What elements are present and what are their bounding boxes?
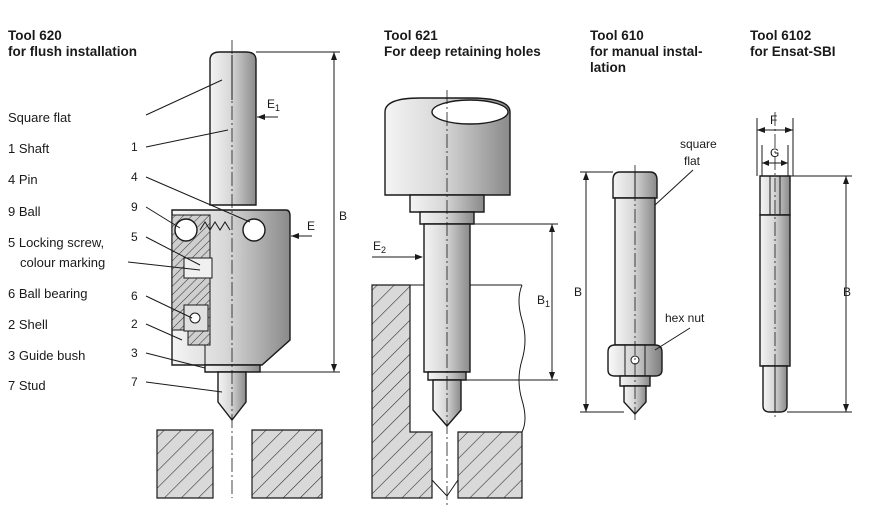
tool-620-name: Tool 620 [8, 28, 62, 43]
tool-6102-dim-f: F [770, 113, 777, 127]
tool-620-shaft [209, 51, 257, 206]
tool-620-drawing: B E1 E 1 4 9 5 6 2 3 7 [127, 40, 347, 499]
tool-621-subtitle: For deep retaining holes [384, 44, 541, 59]
tool-6102-drawing: F G B [756, 112, 852, 420]
tool-620-subtitle: for flush installation [8, 44, 138, 59]
tool-610-subtitle-1: for manual instal- [590, 44, 703, 59]
tool-610-drawing: B square flat hex nut [574, 137, 717, 420]
callout-4: 4 [131, 170, 138, 184]
legend-pin: 4 Pin [8, 172, 38, 187]
callout-5: 5 [131, 230, 138, 244]
legend-square-flat: Square flat [8, 110, 71, 125]
tool-620-dim-e1: E1 [267, 97, 280, 113]
tool-621-name: Tool 621 [384, 28, 438, 43]
callout-6: 6 [131, 289, 138, 303]
callout-7: 7 [131, 375, 138, 389]
legend-stud: 7 Stud [8, 378, 46, 393]
tool-610-stud [623, 385, 647, 416]
legend-ball: 9 Ball [8, 204, 41, 219]
legend-colour-marking: colour marking [20, 255, 106, 270]
tool-620-ball-left [174, 218, 198, 242]
tool-620-dim-e: E [307, 219, 315, 233]
tool-610-name: Tool 610 [590, 28, 644, 43]
tool-610-square-flat-1: square [680, 137, 717, 151]
tool-620-workpiece-right [251, 429, 323, 499]
legend-shaft: 1 Shaft [8, 141, 50, 156]
tool-610-dim-b: B [574, 285, 582, 299]
tool-6102-dim-b: B [843, 285, 851, 299]
tool-620-dim-b: B [339, 209, 347, 223]
legend-locking-screw: 5 Locking screw, [8, 235, 105, 250]
callout-9: 9 [131, 200, 138, 214]
tool-621-title: Tool 621 For deep retaining holes [384, 28, 541, 60]
legend-shell: 2 Shell [8, 317, 48, 332]
tool-610-square-flat-2: flat [684, 154, 701, 168]
tool-610-subtitle-2: lation [590, 60, 626, 75]
tool-620-ball-right [242, 218, 266, 242]
tool-6102-name: Tool 6102 [750, 28, 812, 43]
tool-6102-title: Tool 6102 for Ensat-SBI [750, 28, 836, 60]
legend-ball-bearing: 6 Ball bearing [8, 286, 88, 301]
callout-1: 1 [131, 140, 138, 154]
tool-6102-dim-g: G [770, 146, 779, 160]
tool-620-guide-bush [204, 364, 261, 373]
legend-guide-bush: 3 Guide bush [8, 348, 86, 363]
tool-621-workpiece [371, 284, 433, 499]
tool-610-hex-nut-label: hex nut [665, 311, 705, 325]
callout-3: 3 [131, 346, 138, 360]
tool-620-title: Tool 620 for flush installation [8, 28, 137, 60]
tool-621-drawing: B1 E2 [371, 90, 558, 505]
tool-621-dim-b1: B1 [537, 293, 550, 309]
tool-610-title: Tool 610 for manual instal- lation [590, 28, 703, 76]
callout-2: 2 [131, 317, 138, 331]
tool-621-dim-e2: E2 [373, 239, 386, 255]
tool-620-workpiece-left [156, 429, 214, 499]
tool-6102-subtitle: for Ensat-SBI [750, 44, 836, 59]
